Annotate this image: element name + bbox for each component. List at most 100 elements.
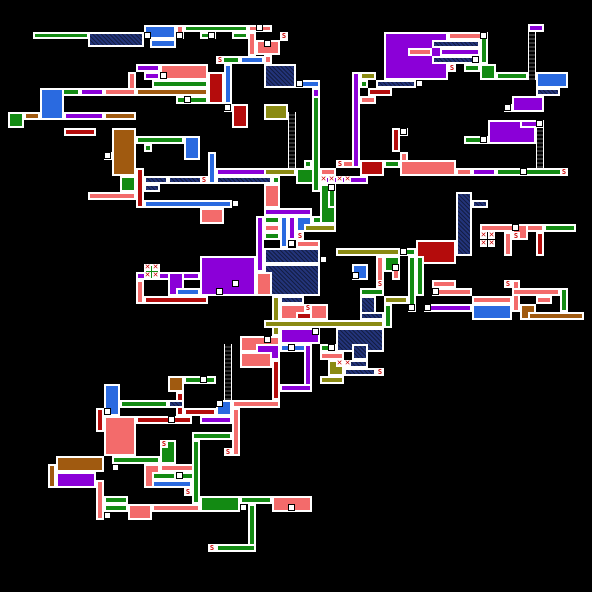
door-marker-icon [312, 328, 319, 335]
door-marker-icon [416, 80, 423, 87]
map-room [304, 224, 336, 232]
door-marker-icon [264, 40, 271, 47]
door-marker-icon [536, 120, 543, 127]
map-room [208, 152, 216, 184]
map-room [136, 416, 192, 424]
map-room [432, 280, 456, 288]
door-marker-icon [256, 24, 263, 31]
blocked-door-icon: ✕ [480, 231, 487, 239]
door-marker-icon [216, 288, 223, 295]
map-room [264, 224, 280, 232]
door-marker-icon [216, 400, 223, 407]
save-station-icon: S [304, 304, 312, 312]
map-room [440, 48, 480, 56]
save-station-icon: S [160, 440, 168, 448]
map-room [176, 96, 208, 104]
map-room [264, 208, 312, 216]
map-room [192, 432, 232, 440]
map-room [136, 64, 160, 72]
door-marker-icon [144, 32, 151, 39]
map-room [256, 216, 264, 272]
map-room [232, 32, 248, 39]
map-room [496, 168, 568, 176]
map-room [528, 312, 584, 320]
map-room [280, 296, 304, 304]
map-room [536, 296, 552, 304]
map-room [264, 104, 288, 120]
map-room [384, 160, 400, 168]
door-marker-icon [104, 512, 111, 519]
map-room [128, 504, 152, 520]
map-room [144, 72, 160, 80]
door-marker-icon [328, 184, 335, 191]
save-station-icon: S [296, 232, 304, 240]
map-room [240, 496, 272, 504]
blocked-door-icon: ✕ [152, 263, 159, 271]
save-station-icon: S [208, 544, 216, 552]
door-marker-icon [176, 32, 183, 39]
map-room [360, 80, 368, 88]
door-marker-icon [288, 240, 295, 247]
map-room [264, 320, 384, 328]
map-room [512, 288, 560, 296]
door-marker-icon [176, 472, 183, 479]
map-room [264, 55, 272, 64]
map-room [288, 112, 296, 168]
map-room [184, 25, 248, 32]
map-room [496, 72, 528, 80]
door-marker-icon [320, 256, 327, 263]
map-room [424, 304, 472, 312]
save-station-icon: S [200, 176, 208, 184]
map-room [264, 264, 320, 296]
blocked-door-icon: ✕ [336, 175, 343, 183]
save-station-icon: S [216, 56, 224, 64]
map-room [360, 288, 384, 296]
map-room [512, 280, 520, 312]
map-room [376, 80, 416, 88]
map-room [280, 328, 320, 344]
map-room [56, 456, 104, 472]
map-room [224, 344, 232, 400]
map-room [464, 64, 480, 72]
map-room [152, 472, 176, 480]
map-room [120, 400, 168, 408]
map-room [368, 88, 392, 96]
door-marker-icon [184, 96, 191, 103]
save-station-icon: S [560, 168, 568, 176]
save-station-icon: S [504, 280, 512, 288]
map-room [112, 456, 160, 464]
map-room [264, 184, 280, 208]
map-room [216, 176, 272, 184]
map-room [472, 200, 488, 208]
blocked-door-icon: ✕ [488, 239, 495, 247]
map-room [240, 352, 272, 368]
map-room [184, 136, 200, 160]
map-room [536, 72, 568, 88]
map-room [264, 64, 296, 88]
map-room [168, 400, 184, 408]
map-room [248, 32, 256, 56]
map-room [280, 216, 288, 248]
door-marker-icon [480, 32, 487, 39]
map-room [408, 48, 432, 56]
map-room [360, 312, 384, 320]
map-room [272, 176, 280, 184]
map-room [472, 168, 496, 176]
map-room [144, 184, 160, 192]
door-marker-icon [288, 504, 295, 511]
map-room [288, 216, 296, 240]
map-room [480, 64, 496, 80]
map-room [184, 408, 216, 416]
map-room [104, 112, 136, 120]
map-room [528, 24, 544, 32]
map-room [24, 112, 40, 120]
map-room [144, 176, 168, 184]
door-marker-icon [432, 288, 439, 295]
blocked-door-icon: ✕ [480, 239, 487, 247]
door-marker-icon [352, 272, 359, 279]
door-marker-icon [328, 344, 335, 351]
map-room [152, 480, 192, 488]
blocked-door-icon: ✕ [344, 175, 351, 183]
door-marker-icon [400, 128, 407, 135]
